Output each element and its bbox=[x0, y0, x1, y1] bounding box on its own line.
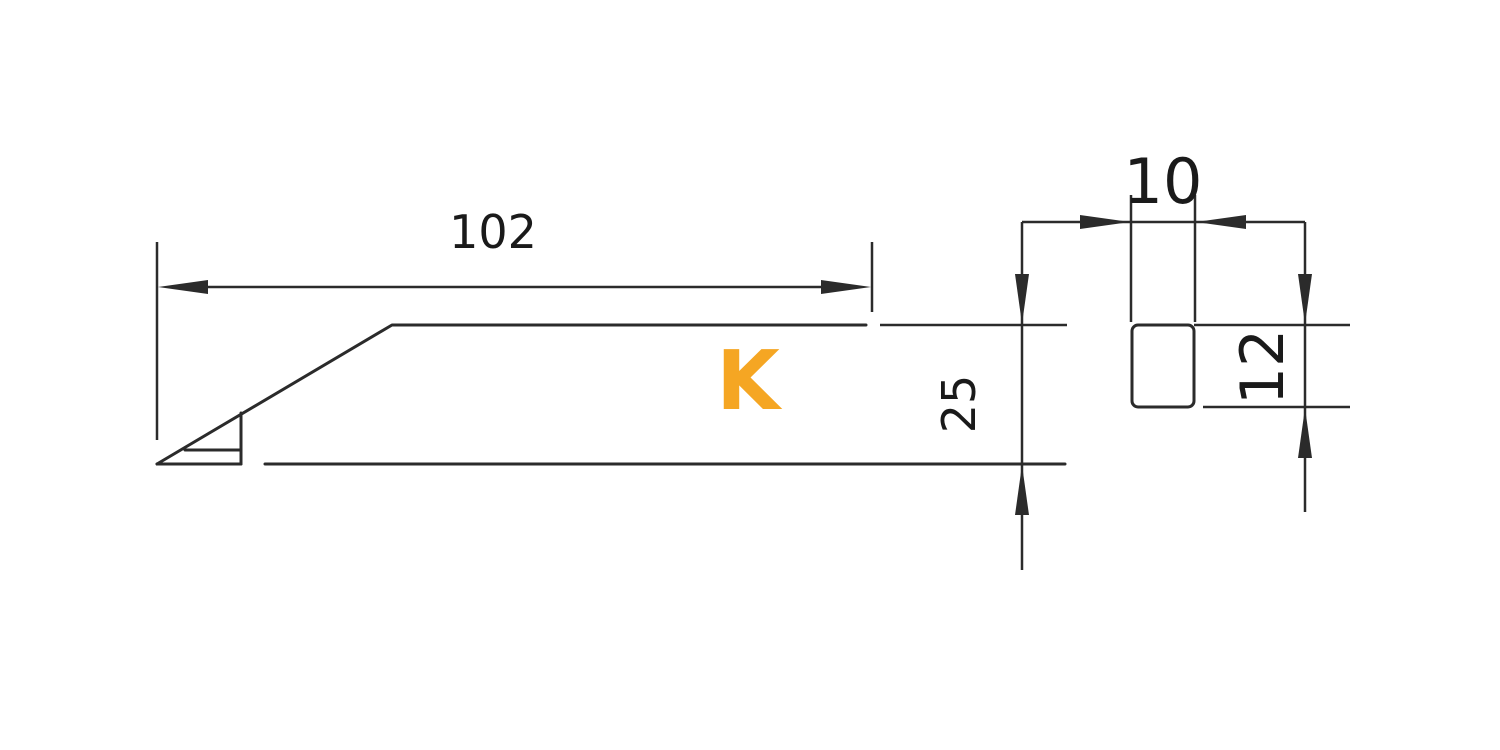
dimension-thickness: 10 bbox=[1022, 145, 1305, 322]
arrow-right-icon bbox=[1080, 215, 1130, 229]
dimension-height: 25 bbox=[880, 222, 1067, 570]
blade-outline-upper bbox=[155, 323, 868, 466]
height-label: 25 bbox=[932, 375, 986, 434]
arrow-right-icon bbox=[821, 280, 871, 294]
k-mark: K bbox=[716, 334, 783, 429]
blade-end-view bbox=[1130, 323, 1196, 409]
thickness-label: 10 bbox=[1124, 145, 1203, 218]
arrow-left-icon bbox=[1196, 215, 1246, 229]
arrow-up-icon bbox=[1298, 408, 1312, 458]
arrow-down-icon bbox=[1298, 274, 1312, 324]
dimension-length: 102 bbox=[155, 205, 874, 440]
end-view-outline bbox=[1130, 323, 1196, 409]
blade-side-view bbox=[155, 323, 1067, 466]
dimension-width: 12 bbox=[1194, 222, 1350, 512]
width-label: 12 bbox=[1228, 329, 1298, 405]
arrow-up-icon bbox=[1015, 465, 1029, 515]
arrow-down-icon bbox=[1015, 274, 1029, 324]
arrow-left-icon bbox=[158, 280, 208, 294]
length-label: 102 bbox=[449, 205, 537, 259]
